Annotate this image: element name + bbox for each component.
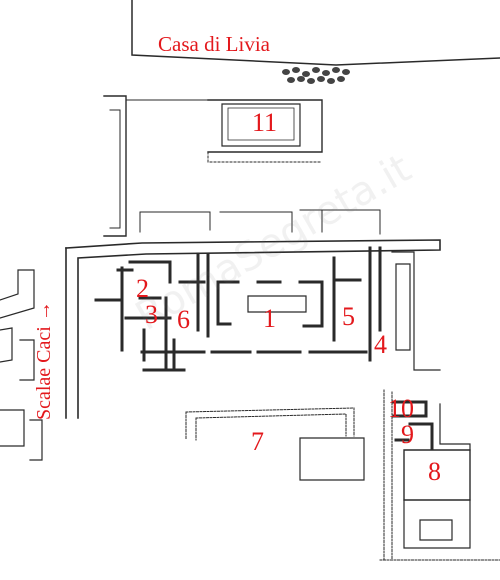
room-6-south xyxy=(142,338,186,372)
room-label-9: 9 xyxy=(401,420,414,449)
left-column-structure xyxy=(103,95,127,237)
room-label-3: 3 xyxy=(145,300,158,329)
room-1-outer xyxy=(206,252,324,338)
room-11-inner xyxy=(221,103,301,147)
room-label-2: 2 xyxy=(136,274,149,303)
room-label-6: 6 xyxy=(177,305,190,334)
cobblestones xyxy=(282,67,350,84)
east-column xyxy=(383,389,393,561)
west-steps xyxy=(0,269,43,461)
rooms-west-walls xyxy=(94,252,206,372)
room-7-outline xyxy=(185,407,355,441)
room-1-inner xyxy=(247,295,307,313)
room-label-10: 10 xyxy=(388,394,414,423)
room-label-5: 5 xyxy=(342,302,355,331)
main-boundary-wall xyxy=(65,239,441,419)
room-label-7: 7 xyxy=(251,427,264,456)
room-8-edge xyxy=(439,403,471,451)
room-5-walls xyxy=(332,246,382,362)
room-11-outer xyxy=(207,99,323,153)
upper-walls xyxy=(139,209,381,235)
room-label-1: 1 xyxy=(263,304,276,333)
casa-di-livia-boundary xyxy=(131,0,500,66)
room-8-lower xyxy=(403,499,471,549)
room-7-inner-rect xyxy=(299,437,365,481)
label-scalae-caci: Scalae Caci → xyxy=(33,301,55,420)
left-column-inner xyxy=(109,109,121,229)
room-label-4: 4 xyxy=(374,330,387,359)
label-casa-di-livia: Casa di Livia xyxy=(158,32,270,56)
room-11-inner-2 xyxy=(227,107,295,141)
east-outer xyxy=(391,251,441,371)
room-9-walls xyxy=(394,422,434,450)
room-label-11: 11 xyxy=(252,108,278,137)
room-10-walls xyxy=(392,400,428,418)
room-label-8: 8 xyxy=(428,457,441,486)
room-11-base xyxy=(207,151,323,163)
